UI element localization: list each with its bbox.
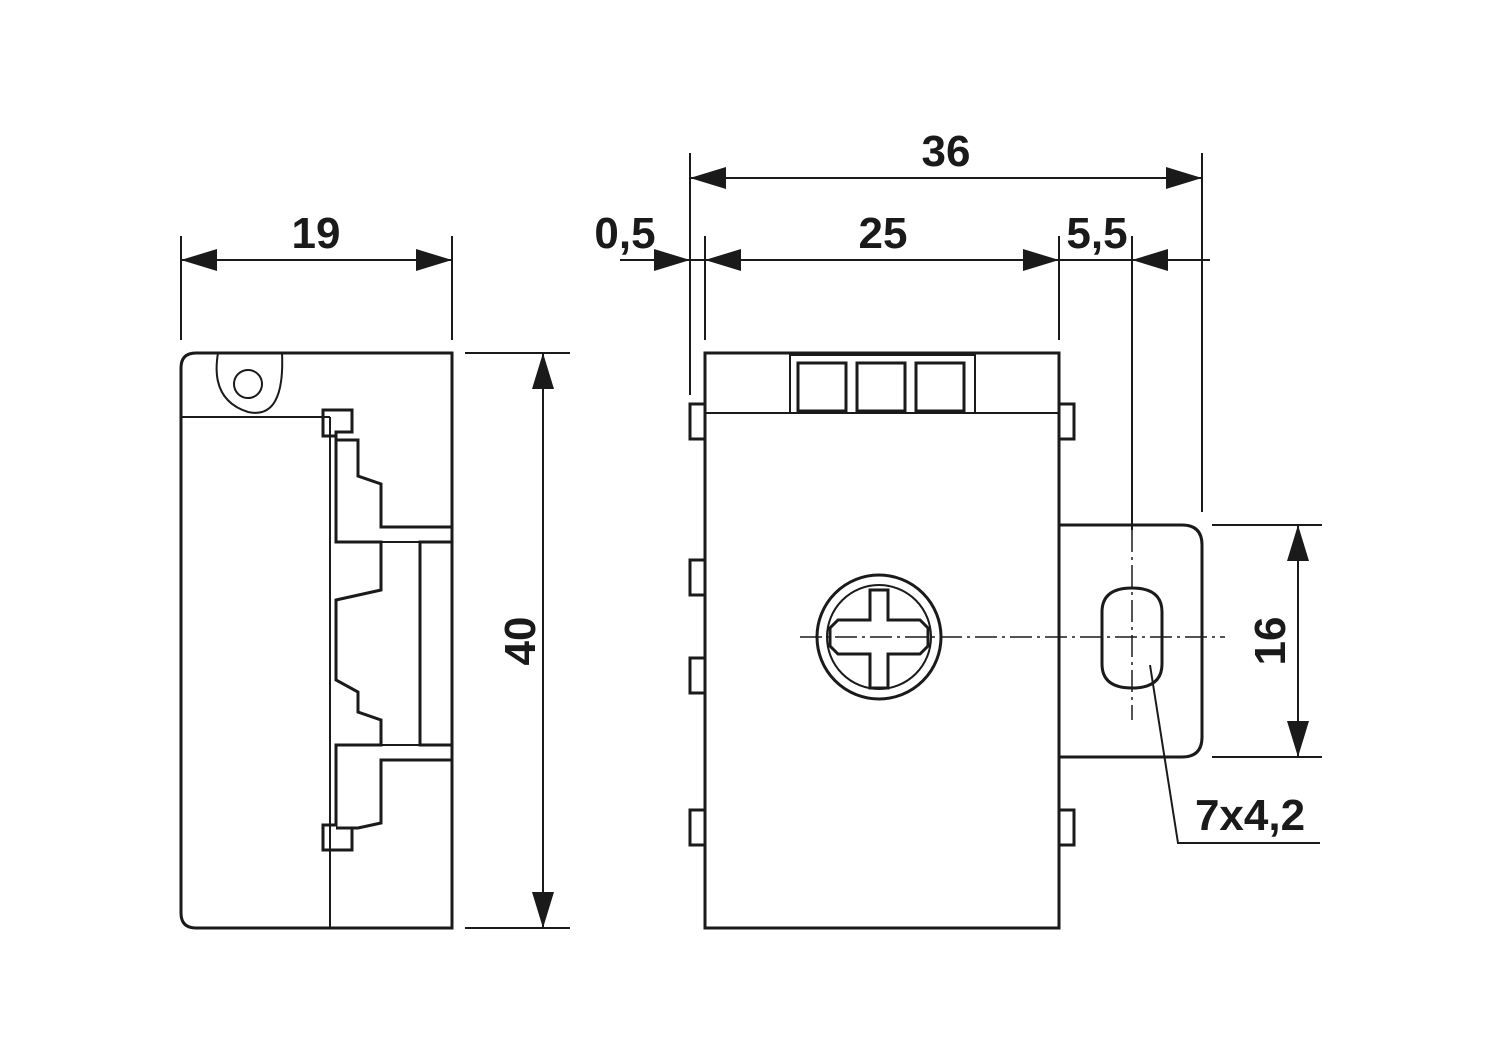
front-housing-outline (703, 351, 1061, 930)
left-tab-2 (688, 558, 707, 597)
dimension-lines (180, 153, 1322, 929)
left-tab-1 (688, 402, 707, 441)
dimension-slot-size: 7x4,2 (1195, 791, 1305, 840)
mounting-slot-icon (1100, 586, 1164, 690)
dimension-total-width: 36 (922, 127, 971, 176)
terminal-opening-3 (914, 361, 966, 413)
side-mounting-eye (215, 352, 284, 414)
dimension-bracket-height: 16 (1246, 617, 1295, 666)
side-din-clip (321, 408, 454, 852)
right-tab-1 (1057, 402, 1076, 441)
terminal-opening-1 (796, 361, 848, 413)
dimension-height: 40 (496, 617, 545, 666)
side-eye-hole-icon (233, 369, 263, 399)
side-housing-outline (179, 351, 454, 930)
right-tab-2 (1057, 808, 1076, 847)
terminal-block (789, 354, 976, 414)
left-tab-4 (688, 808, 707, 847)
screw-cross-icon (828, 588, 930, 690)
dimension-body-width: 25 (859, 209, 908, 258)
mounting-bracket (1059, 523, 1204, 759)
dimension-side-width: 19 (292, 209, 341, 258)
side-view (179, 351, 454, 930)
left-tab-3 (688, 656, 707, 695)
front-view (688, 351, 1225, 930)
terminal-opening-2 (855, 361, 907, 413)
dimension-offset-right: 5,5 (1066, 209, 1127, 258)
dimension-offset-left: 0,5 (594, 209, 655, 258)
